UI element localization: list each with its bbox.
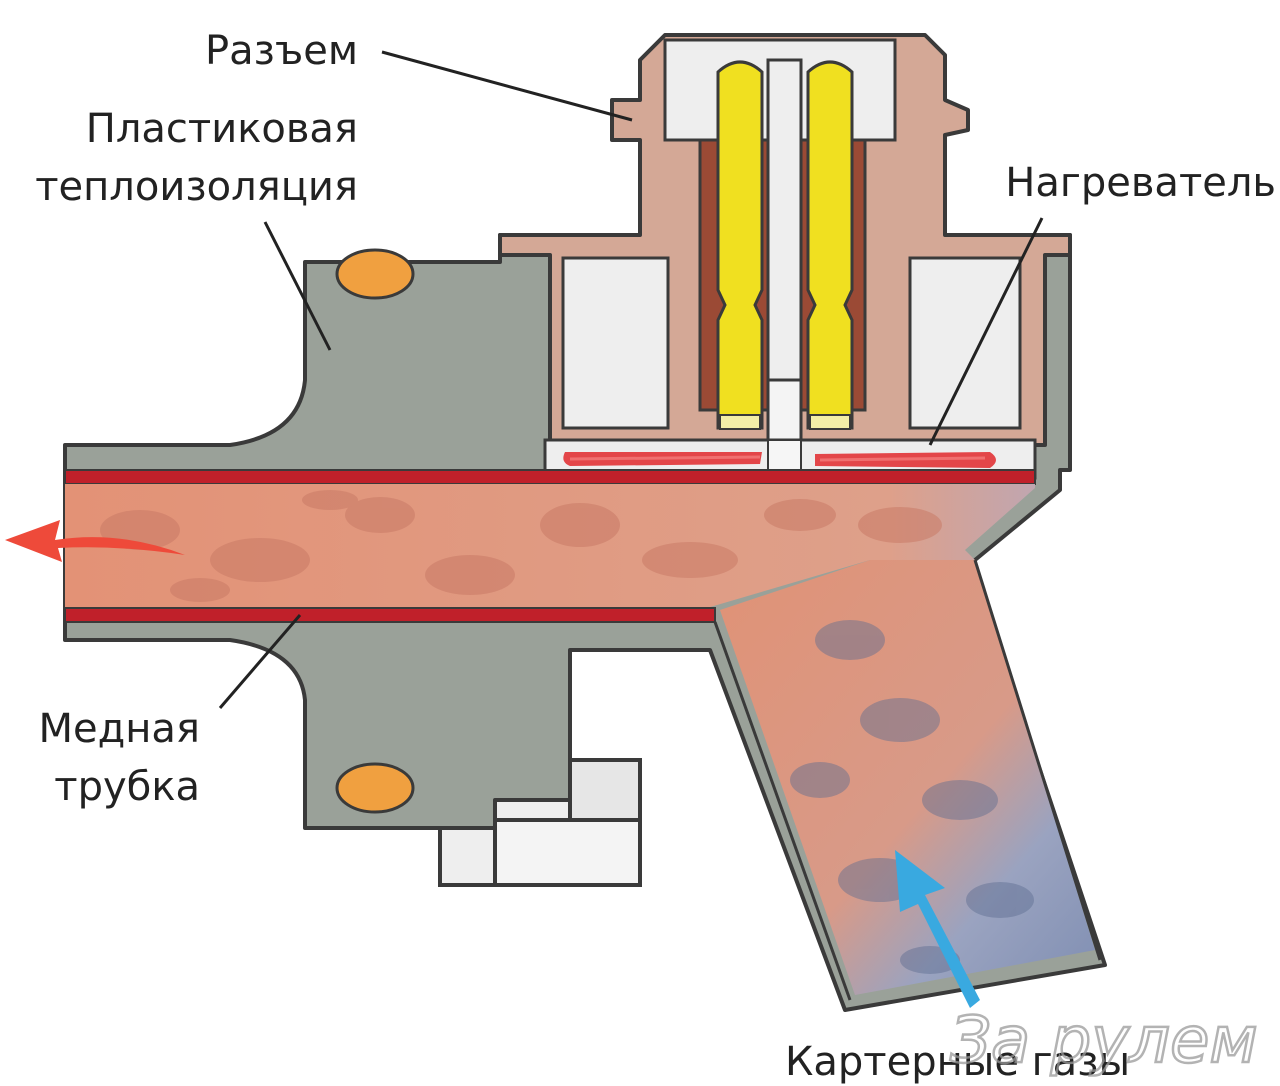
leader-lines <box>218 50 1044 709</box>
watermark: За рулем <box>950 1004 1258 1078</box>
label-tube-line2: трубка <box>54 764 200 810</box>
copper-tube <box>64 469 1102 1001</box>
label-heater: Нагреватель <box>1005 160 1276 206</box>
o-ring-seals <box>335 248 415 814</box>
label-connector: Разъем <box>205 28 358 74</box>
connector-pins <box>716 60 854 430</box>
label-gases: Картерные газы <box>785 1039 1130 1085</box>
arrow-up-icon <box>895 850 980 1008</box>
label-tube-line1: Медная <box>38 706 200 752</box>
arrow-left-icon <box>5 520 185 562</box>
label-insulation-line1: Пластиковая <box>86 106 358 152</box>
label-insulation-line2: теплоизоляция <box>35 164 358 210</box>
